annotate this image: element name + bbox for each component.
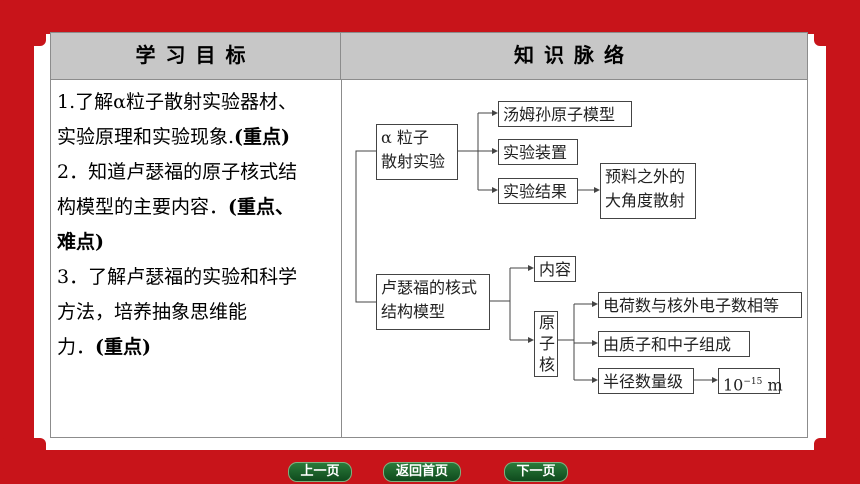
content-table: 学习目标 知识脉络 1.了解α粒子散射实验器材、 实验原理和实验现象.(重点) … [50,32,808,438]
alpha-scattering-box: α 粒子散射实验 [376,124,458,180]
objectives-list: 1.了解α粒子散射实验器材、 实验原理和实验现象.(重点) 2．知道卢瑟福的原子… [57,85,339,365]
frame-corner [0,0,46,46]
nucleus-box: 原子核 [534,311,558,377]
emphasis-tag: 难点) [57,231,104,253]
apparatus-box: 实验装置 [498,139,578,165]
radius-order-box: 半径数量级 [598,368,694,394]
frame-corner [0,438,46,484]
home-button[interactable]: 返回首页 [383,462,461,482]
emphasis-tag: (重点) [234,126,291,148]
large-angle-scattering-box: 预料之外的大角度散射 [600,163,696,219]
thomson-model-box: 汤姆孙原子模型 [498,101,632,127]
content-box: 内容 [534,256,576,282]
objective-1: 1.了解α粒子散射实验器材、 实验原理和实验现象.(重点) [57,91,297,148]
rutherford-model-box: 卢瑟福的核式结构模型 [376,274,490,330]
emphasis-tag: (重点) [95,336,151,358]
charge-equal-box: 电荷数与核外电子数相等 [598,292,802,318]
frame-corner [814,438,860,484]
proton-neutron-box: 由质子和中子组成 [598,331,750,357]
prev-page-button[interactable]: 上一页 [288,462,352,482]
frame-corner [814,0,860,46]
column-divider [341,80,342,438]
next-page-button[interactable]: 下一页 [504,462,568,482]
radius-value-box: 10−15 m [718,368,783,394]
objective-2: 2．知道卢瑟福的原子核式结 构模型的主要内容．(重点、 难点) [57,161,298,253]
header-knowledge-map: 知识脉络 [341,33,807,80]
emphasis-tag: (重点、 [228,196,295,218]
header-learning-goals: 学习目标 [51,33,341,80]
results-box: 实验结果 [498,178,578,204]
objective-3: 3．了解卢瑟福的实验和科学 方法，培养抽象思维能 力．(重点) [57,266,298,358]
